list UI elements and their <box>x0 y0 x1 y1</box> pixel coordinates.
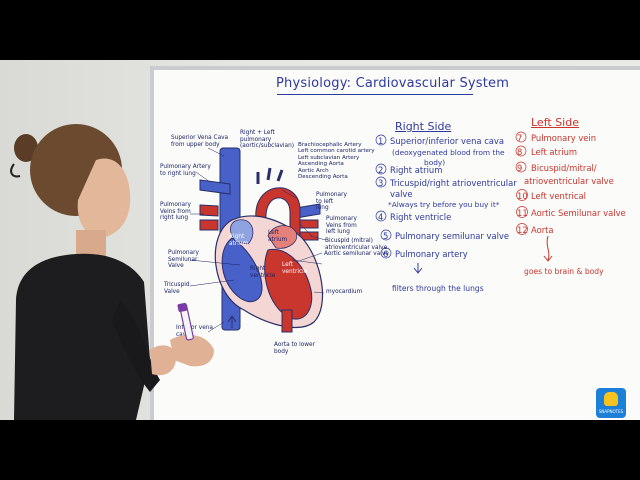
left-num-9: 9 <box>517 163 523 173</box>
right-item-svc-note: (deoxygenated blood from the <box>392 148 505 157</box>
logo-text: SNAPNOTES <box>598 409 624 414</box>
right-item-svc-note2: body) <box>424 158 446 167</box>
right-num-5: 5 <box>383 231 389 241</box>
face <box>77 158 131 238</box>
right-number-circles <box>375 134 392 259</box>
right-item-tricuspid2: valve <box>390 189 413 199</box>
left-item-lv: Left ventrical <box>531 191 586 201</box>
label-leader-lines <box>189 147 327 333</box>
left-item-pv: Pulmonary vein <box>531 133 597 143</box>
right-num-6: 6 <box>383 249 389 259</box>
arm <box>112 300 160 392</box>
shirt <box>14 253 150 420</box>
arch-branches <box>256 167 284 184</box>
right-item-lungs: filters through the lungs <box>392 284 484 293</box>
right-item-mnemonic: *Always try before you buy it* <box>388 200 500 209</box>
left-item-aorta: Aorta <box>531 225 554 235</box>
hand-left <box>150 345 176 376</box>
label-myocardium: myocardium <box>326 289 363 295</box>
ivc-arrow <box>227 315 237 328</box>
left-side-heading: Left Side <box>531 116 579 129</box>
presenter <box>10 124 214 420</box>
left-num-10: 10 <box>517 191 528 201</box>
left-num-8: 8 <box>517 147 523 157</box>
label-bicuspid: Bicuspid (mitral)atrioventricular valve <box>325 238 388 251</box>
right-item-svc: Superior/inferior vena cava <box>390 136 505 146</box>
left-item-la: Left atrium <box>531 147 578 157</box>
left-number-circles <box>515 131 528 235</box>
video-frame: Physiology: Cardiovascular System Right … <box>0 60 640 420</box>
hand-right <box>170 334 214 367</box>
arrow-down-right <box>413 263 423 274</box>
left-item-bicuspid2: atrioventricular valve <box>524 176 614 186</box>
left-item-brain: goes to brain & body <box>524 267 604 276</box>
tooth-icon <box>604 392 618 406</box>
aortic-arch <box>255 187 301 236</box>
right-item-tricuspid: Tricuspid/right atrioventricular <box>390 178 517 188</box>
left-atrium-shape <box>267 225 298 249</box>
board-title: Physiology: Cardiovascular System <box>276 76 510 91</box>
right-item-psv: Pulmonary semilunar valve <box>395 231 510 241</box>
left-item-asv: Aortic Semilunar valve <box>531 208 626 218</box>
arrow-down-left <box>543 235 553 262</box>
title-underline <box>277 94 473 95</box>
right-item-ra: Right atrium <box>390 165 443 175</box>
snapnotes-logo: SNAPNOTES <box>596 388 626 418</box>
right-item-pa: Pulmonary artery <box>395 249 468 259</box>
hair-clip <box>10 163 21 178</box>
left-num-12: 12 <box>517 225 528 235</box>
heart-diagram <box>189 131 553 333</box>
right-num-4: 4 <box>378 212 384 222</box>
marker-cap <box>177 302 188 312</box>
right-ventricle-shape <box>221 237 263 303</box>
hair-bun <box>14 134 38 162</box>
right-num-1: 1 <box>378 136 384 146</box>
label-branches: Brachiocephalic Artery Left common carot… <box>298 142 375 181</box>
left-item-bicuspid: Bicuspid/mitral/ <box>531 163 597 173</box>
right-side-heading: Right Side <box>395 120 452 133</box>
left-num-7: 7 <box>517 133 523 143</box>
descending-aorta <box>281 309 293 333</box>
right-item-rv: Right ventricle <box>390 212 452 222</box>
left-ventricle-shape <box>264 248 313 320</box>
left-num-11: 11 <box>517 208 528 218</box>
label-aortic-semilunar: Aortic semilunar valve <box>324 251 389 257</box>
right-num-3: 3 <box>378 178 384 188</box>
right-num-2: 2 <box>378 165 384 175</box>
right-atrium-shape <box>230 219 254 245</box>
